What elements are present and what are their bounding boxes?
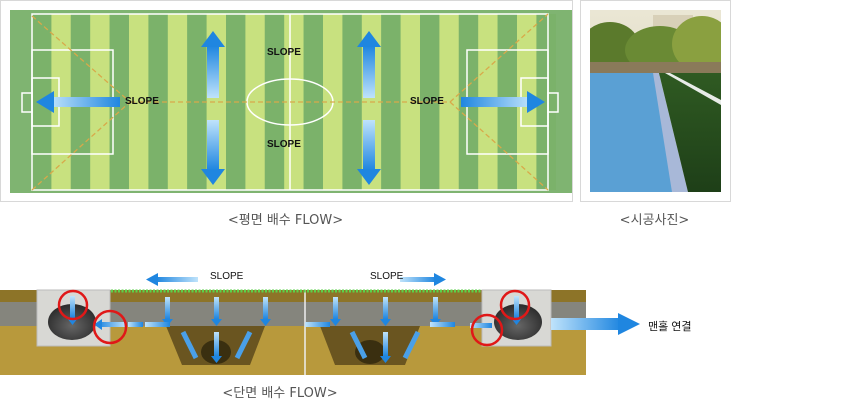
- slope-label-left: SLOPE: [125, 96, 159, 107]
- section-view-caption: <단면 배수 FLOW>: [222, 386, 338, 401]
- field-stripe: [303, 14, 324, 190]
- drain-arrow-left-icon: [36, 91, 120, 113]
- construction-photo-frame: [580, 0, 731, 202]
- photo-caption: <시공사진>: [619, 213, 690, 228]
- plan-view-caption: <평면 배수 FLOW>: [227, 213, 344, 228]
- field-stripe: [536, 14, 556, 190]
- field-stripe: [439, 14, 459, 190]
- highlight-circles: [57, 289, 531, 347]
- section-slope-right-label: SLOPE: [370, 271, 404, 282]
- slope-arrow-left-icon: [146, 273, 198, 286]
- drain-arrow-up-right-icon: [357, 31, 381, 98]
- manhole-connection-label: 맨홀 연결: [648, 321, 692, 333]
- plan-view-field: [10, 10, 572, 193]
- drain-arrow-down-left-icon: [201, 120, 225, 185]
- plan-view-frame: SLOPE SLOPE SLOPE SLOPE: [0, 0, 573, 202]
- drain-arrow-up-left-icon: [201, 31, 225, 98]
- field-stripe: [245, 14, 265, 190]
- slope-label-center-bottom: SLOPE: [267, 139, 301, 150]
- field-stripe: [167, 14, 188, 190]
- drain-arrow-down-right-icon: [357, 120, 381, 185]
- slope-arrow-right-icon: [400, 273, 446, 286]
- construction-photo: [590, 10, 721, 192]
- slope-label-center-top: SLOPE: [267, 47, 301, 58]
- outlet-arrow-icon: [551, 313, 640, 335]
- section-slope-left-label: SLOPE: [210, 271, 244, 282]
- slope-label-right: SLOPE: [410, 96, 444, 107]
- section-view-diagram: [0, 273, 640, 375]
- field-stripe: [342, 14, 362, 190]
- drain-arrow-right-icon: [461, 91, 545, 113]
